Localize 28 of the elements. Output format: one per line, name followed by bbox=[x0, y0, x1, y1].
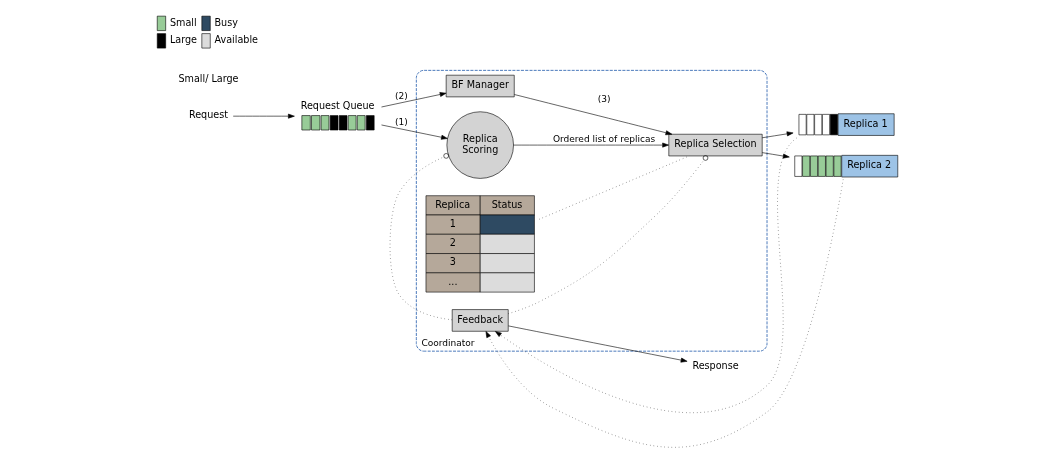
arrow bbox=[495, 137, 797, 413]
arrow bbox=[381, 124, 448, 140]
edge-label: (1) bbox=[394, 117, 408, 128]
label: Small/ Large bbox=[178, 72, 239, 84]
edge-label: Ordered list of replicas bbox=[552, 134, 656, 145]
node-box: BF Manager bbox=[445, 74, 515, 98]
arrow bbox=[514, 94, 673, 136]
arrow bbox=[761, 152, 790, 159]
legend-label: Available bbox=[214, 34, 259, 46]
legend-label: Small bbox=[169, 16, 197, 28]
arrow bbox=[485, 179, 844, 448]
edge-label: (2) bbox=[394, 91, 408, 102]
node-box: Feedback bbox=[451, 309, 509, 332]
edge-label: (3) bbox=[597, 94, 611, 105]
arrow bbox=[232, 113, 295, 119]
arrow bbox=[508, 325, 688, 363]
arrow bbox=[513, 142, 669, 148]
connector bbox=[508, 155, 709, 314]
node-text: Response bbox=[692, 360, 739, 372]
node-box: Replica Selection bbox=[668, 133, 763, 157]
node-text: Request bbox=[188, 109, 229, 121]
legend-label: Busy bbox=[214, 16, 238, 28]
connector bbox=[389, 153, 453, 321]
legend-label: Large bbox=[169, 34, 197, 46]
node-circle: Replica Scoring bbox=[446, 111, 514, 179]
arrow bbox=[761, 131, 794, 139]
arrow bbox=[381, 92, 447, 108]
node-label: Request Queue bbox=[300, 99, 375, 111]
